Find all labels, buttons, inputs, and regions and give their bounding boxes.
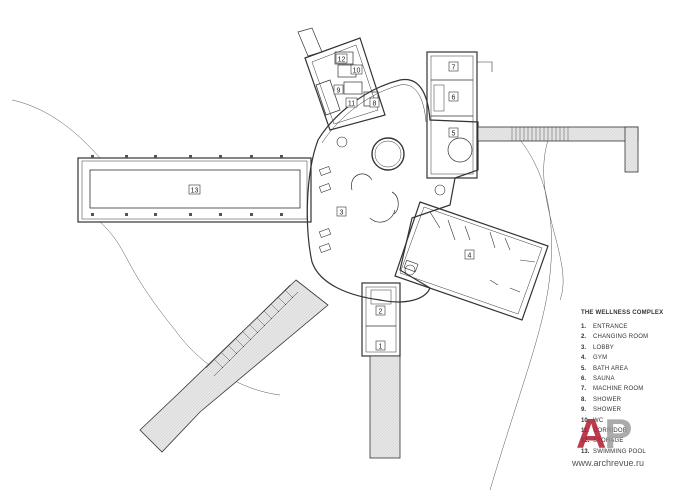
- room-number-labels: 1 2 3 4 5 6 7 8 9 10 11 12 13: [188, 53, 475, 351]
- legend-item: 10.WC: [581, 416, 686, 426]
- room-label-3: 3: [336, 206, 347, 216]
- legend-item-number: 9.: [581, 407, 587, 414]
- legend-item: 8. SHOWER: [581, 395, 686, 405]
- room-label-9: 9: [333, 84, 344, 94]
- svg-text:2: 2: [379, 308, 383, 315]
- svg-text:3: 3: [340, 209, 344, 216]
- legend-item: 7. MACHINE ROOM: [581, 384, 686, 394]
- legend-item-number: 2.: [581, 334, 587, 341]
- legend-item-name: ENTRANCE: [593, 324, 628, 330]
- svg-text:6: 6: [452, 94, 456, 101]
- legend-item: 12.STORAGE: [581, 436, 686, 446]
- legend-item-number: 11.: [581, 427, 590, 434]
- legend-item-name: BATH AREA: [593, 365, 629, 372]
- room-label-10: 10: [350, 64, 363, 74]
- legend-item-name: MACHINE ROOM: [593, 386, 644, 393]
- shower-wc-wing: [297, 27, 386, 131]
- legend-item-name: SWIMMING POOL: [593, 448, 646, 455]
- sauna-wing: [426, 51, 493, 179]
- legend-item: 13.SWIMMING POOL: [581, 447, 686, 457]
- svg-text:5: 5: [452, 130, 456, 137]
- room-label-4: 4: [464, 249, 475, 260]
- legend-item-name: SHOWER: [593, 407, 622, 414]
- svg-text:4: 4: [468, 252, 472, 259]
- svg-text:12: 12: [338, 56, 346, 63]
- logo-letter-p: P: [604, 410, 632, 457]
- svg-text:11: 11: [348, 100, 355, 107]
- legend-item-name: GYM: [593, 355, 608, 362]
- room-label-7: 7: [448, 61, 459, 71]
- svg-text:13: 13: [191, 187, 199, 194]
- southwest-ramp: [139, 279, 329, 453]
- legend-item-number: 8.: [581, 396, 587, 403]
- room-label-5: 5: [448, 127, 459, 137]
- legend-item-name: LOBBY: [593, 344, 615, 351]
- legend-item-number: 4.: [581, 355, 587, 362]
- legend-item: 3. LOBBY: [581, 343, 686, 353]
- legend-item-number: 5.: [581, 365, 587, 372]
- lobby-shell: [306, 78, 479, 303]
- pool-columns: [91, 155, 283, 216]
- legend-item-name: SHOWER: [593, 396, 622, 403]
- legend-item-number: 1.: [581, 324, 587, 330]
- terrain-lines: [11, 99, 564, 491]
- watermark-url: www.archrevue.ru: [572, 458, 645, 468]
- svg-text:10: 10: [353, 67, 361, 74]
- logo-letter-a: A: [576, 410, 606, 457]
- legend-item-name: SAUNA: [593, 375, 615, 382]
- svg-text:1: 1: [379, 343, 383, 350]
- room-label-8: 8: [369, 97, 380, 107]
- legend-item-name: CHANGING ROOM: [593, 334, 649, 341]
- svg-text:7: 7: [452, 64, 456, 71]
- legend-list: 1. ENTRANCE 2. CHANGING ROOM 3. LOBBY 4. GYM…: [581, 322, 686, 457]
- svg-text:9: 9: [337, 87, 341, 94]
- room-label-1: 1: [375, 340, 386, 351]
- legend-item-name: STORAGE: [593, 438, 624, 445]
- legend-item-number: 12.: [581, 438, 590, 445]
- legend-title: THE WELLNESS COMPLEX: [581, 310, 664, 316]
- legend-item: 4. GYM: [581, 353, 686, 363]
- svg-text:8: 8: [373, 100, 377, 107]
- room-label-11: 11: [345, 97, 358, 107]
- legend-item: 6. SAUNA: [581, 374, 686, 384]
- room-label-13: 13: [188, 184, 201, 194]
- archrevue-logo: AP: [576, 410, 632, 457]
- swimming-pool-wing: [77, 155, 312, 223]
- legend-item-number: 10.: [581, 417, 590, 424]
- legend-item-number: 3.: [581, 344, 587, 351]
- legend: THE WELLNESS COMPLEX 1. ENTRANCE 2. CHANGI…: [581, 310, 686, 457]
- legend-item-name: CORRIDOR: [593, 427, 628, 434]
- legend-item-number: 6.: [581, 375, 587, 382]
- legend-item-number: 7.: [581, 386, 587, 393]
- gym-equipment: [403, 211, 536, 293]
- legend-item-name: WC: [593, 417, 604, 424]
- watermark: AP www.archrevue.ru: [572, 412, 682, 472]
- entrance-wing: [361, 282, 401, 459]
- room-label-6: 6: [448, 91, 459, 101]
- legend-item: 9. SHOWER: [581, 405, 686, 415]
- legend-item: 5. BATH AREA: [581, 364, 686, 374]
- legend-item-number: 13.: [581, 448, 590, 455]
- legend-item: 11.CORRIDOR: [581, 426, 686, 436]
- gym-wing: [394, 201, 549, 321]
- legend-item: 1. ENTRANCE: [581, 322, 686, 332]
- room-label-12: 12: [335, 53, 348, 64]
- east-corridor: [477, 126, 639, 173]
- legend-item: 2. CHANGING ROOM: [581, 332, 686, 342]
- room-label-2: 2: [375, 305, 386, 316]
